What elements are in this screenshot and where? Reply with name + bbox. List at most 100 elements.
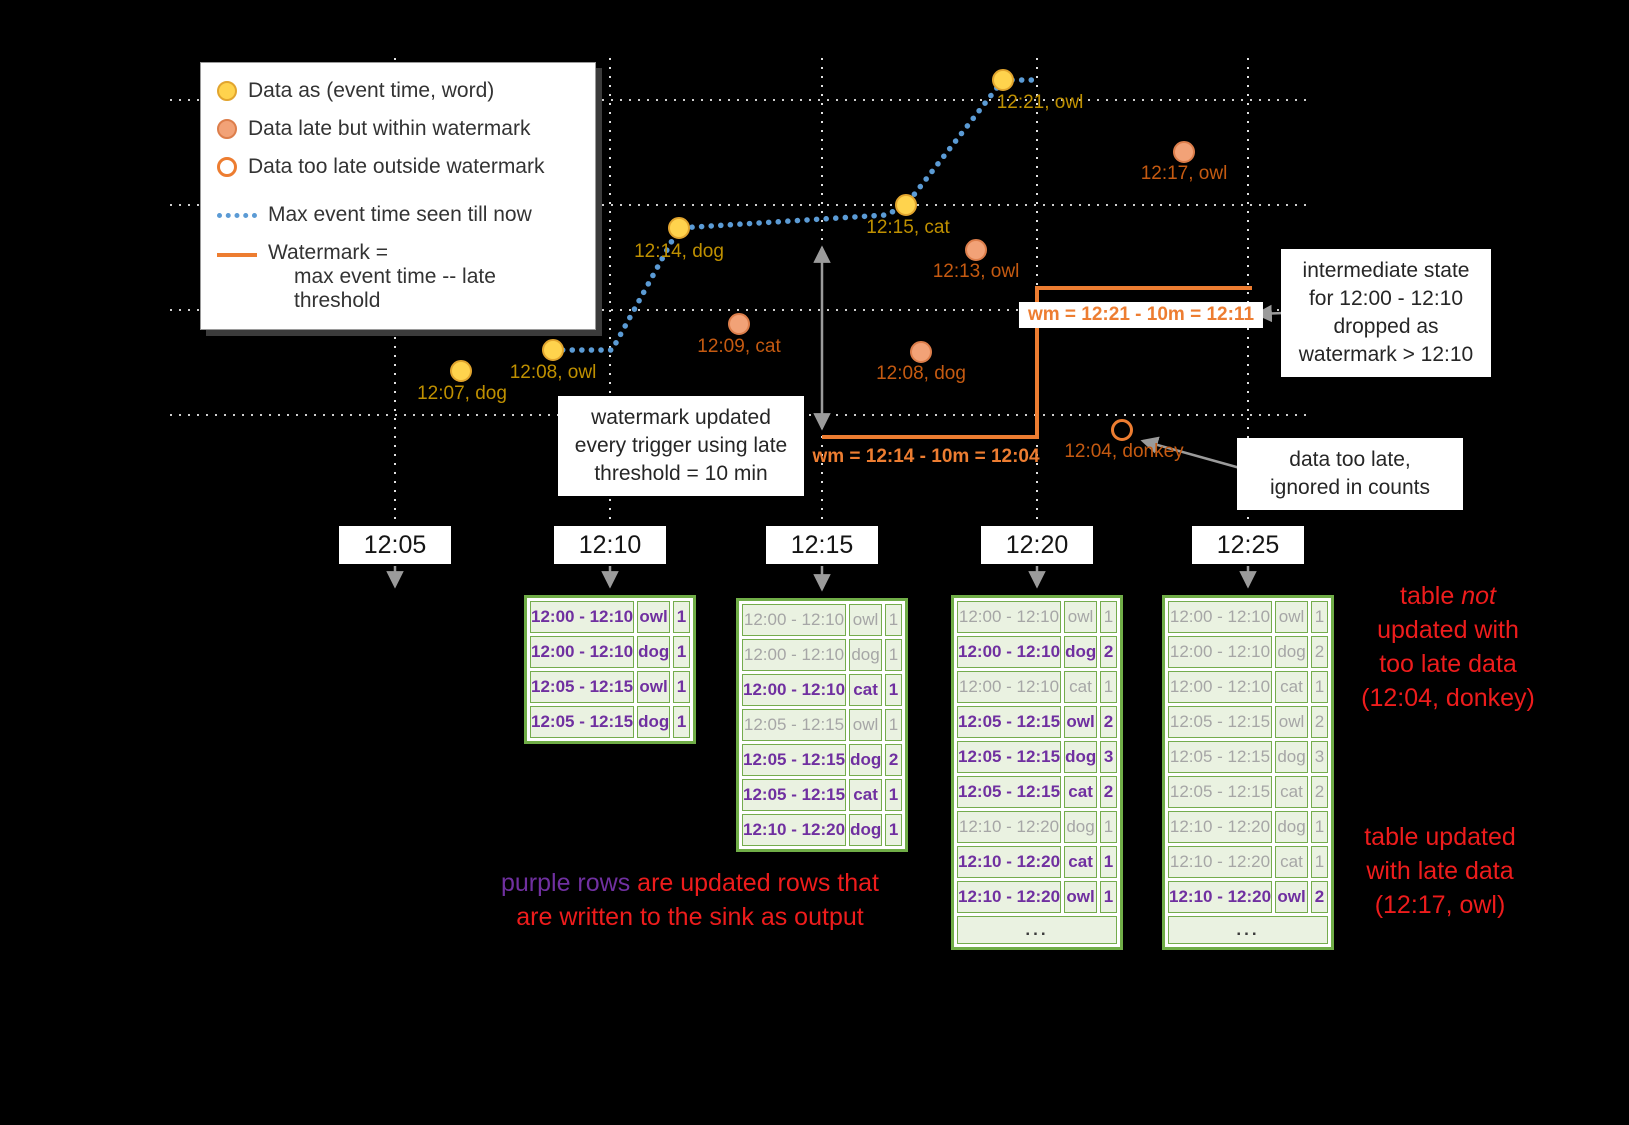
window-cell: 12:10 - 12:20 — [742, 814, 847, 846]
note-line: (12:17, owl) — [1374, 891, 1506, 919]
window-cell: 12:05 - 12:15 — [957, 741, 1062, 773]
word-cell: cat — [849, 674, 883, 706]
ellipsis-cell: ... — [1168, 916, 1328, 944]
window-cell: 12:10 - 12:20 — [957, 846, 1062, 878]
count-cell: 1 — [1100, 601, 1117, 633]
trigger-time-12-10: 12:10 — [554, 526, 666, 564]
word-cell: cat — [1275, 846, 1308, 878]
table-row: 12:05 - 12:15 cat 2 — [957, 776, 1117, 808]
count-cell: 1 — [1100, 811, 1117, 843]
word-cell: owl — [849, 709, 882, 741]
table-row: 12:05 - 12:15 owl 2 — [1168, 706, 1328, 738]
callout-line: for 12:00 - 12:10 — [1308, 286, 1464, 310]
window-cell: 12:10 - 12:20 — [1168, 811, 1272, 843]
data-point-label: 12:15, cat — [866, 217, 950, 238]
word-cell: owl — [637, 601, 671, 633]
count-cell: 2 — [1311, 706, 1328, 738]
note-line: purple rows are updated rows that — [486, 866, 894, 900]
data-point — [992, 69, 1014, 91]
data-point-label: 12:04, donkey — [1064, 441, 1184, 462]
word-cell: cat — [849, 779, 883, 811]
legend-label: Data as (event time, word) — [248, 79, 495, 102]
too-late-callout-arrow — [1140, 436, 1241, 470]
window-cell: 12:00 - 12:10 — [1168, 636, 1272, 668]
word-cell: dog — [637, 636, 671, 668]
count-cell: 1 — [673, 671, 690, 703]
window-cell: 12:00 - 12:10 — [530, 636, 635, 668]
word-cell: dog — [1275, 741, 1308, 773]
note-text: table — [1400, 582, 1462, 610]
word-cell: cat — [1064, 846, 1098, 878]
count-cell: 1 — [1311, 601, 1328, 633]
count-cell: 2 — [1311, 636, 1328, 668]
count-cell: 1 — [1100, 881, 1117, 913]
table-row: 12:10 - 12:20 dog 1 — [957, 811, 1117, 843]
count-cell: 1 — [673, 706, 690, 738]
note-line: too late data — [1379, 650, 1517, 678]
watermark-value-label: wm = 12:14 - 10m = 12:04 — [812, 446, 1040, 467]
count-cell: 3 — [1100, 741, 1117, 773]
table-row: 12:10 - 12:20 dog 1 — [742, 814, 902, 846]
word-cell: owl — [1275, 881, 1309, 913]
data-point-label: 12:17, owl — [1140, 163, 1228, 184]
legend-item-late: Data late but within watermark — [217, 117, 581, 141]
trigger-time-12-05: 12:05 — [339, 526, 451, 564]
note-line: are written to the sink as output — [516, 903, 864, 931]
callout-intermediate-state: intermediate state for 12:00 - 12:10 dro… — [1281, 249, 1491, 377]
window-cell: 12:05 - 12:15 — [1168, 706, 1272, 738]
data-point — [668, 217, 690, 239]
table-row-ellipsis: ... — [1168, 916, 1328, 944]
count-cell: 1 — [885, 639, 902, 671]
table-row: 12:05 - 12:15 dog 2 — [742, 744, 902, 776]
word-cell: cat — [1275, 671, 1308, 703]
note-line: updated with — [1377, 616, 1519, 644]
trigger-time-12-25: 12:25 — [1192, 526, 1304, 564]
word-cell: dog — [1064, 741, 1098, 773]
result-table-12-25: 12:00 - 12:10 owl 1 12:00 - 12:10 dog 2 … — [1162, 595, 1334, 950]
window-cell: 12:00 - 12:10 — [742, 674, 847, 706]
count-cell: 1 — [1311, 671, 1328, 703]
window-cell: 12:00 - 12:10 — [742, 604, 846, 636]
window-cell: 12:05 - 12:15 — [530, 706, 635, 738]
word-cell: owl — [1064, 601, 1097, 633]
word-cell: owl — [1064, 881, 1098, 913]
trigger-arrows — [386, 566, 1257, 592]
count-cell: 1 — [673, 601, 690, 633]
data-point-label: 12:08, owl — [509, 362, 597, 383]
word-cell: owl — [1275, 601, 1308, 633]
word-cell: dog — [1064, 811, 1097, 843]
window-cell: 12:05 - 12:15 — [742, 744, 847, 776]
table-row: 12:00 - 12:10 cat 1 — [742, 674, 902, 706]
watermark-line — [822, 286, 1252, 439]
window-cell: 12:05 - 12:15 — [530, 671, 635, 703]
count-cell: 2 — [885, 744, 902, 776]
window-cell: 12:10 - 12:20 — [1168, 881, 1273, 913]
callout-line: data too late, — [1289, 448, 1411, 471]
count-cell: 1 — [1311, 846, 1328, 878]
table-row: 12:10 - 12:20 dog 1 — [1168, 811, 1328, 843]
table-row: 12:05 - 12:15 dog 3 — [1168, 741, 1328, 773]
ellipsis-cell: ... — [957, 916, 1117, 944]
callout-line: every trigger using late — [574, 433, 788, 457]
max-event-time-line — [550, 77, 1043, 353]
callout-line: intermediate state — [1302, 259, 1470, 282]
count-cell: 1 — [885, 779, 902, 811]
data-point — [542, 339, 564, 361]
window-cell: 12:05 - 12:15 — [742, 779, 847, 811]
table-row: 12:05 - 12:15 owl 1 — [742, 709, 902, 741]
table-row: 12:00 - 12:10 dog 1 — [742, 639, 902, 671]
table-row: 12:00 - 12:10 cat 1 — [1168, 671, 1328, 703]
result-table-12-15: 12:00 - 12:10 owl 1 12:00 - 12:10 dog 1 … — [736, 598, 908, 852]
note-purple-rows: purple rows are updated rows that are wr… — [486, 866, 894, 934]
callout-watermark-updated: watermark updated every trigger using la… — [558, 396, 804, 496]
word-cell: dog — [849, 744, 883, 776]
data-point-label: 12:14, dog — [634, 241, 724, 262]
table-row: 12:00 - 12:10 dog 2 — [1168, 636, 1328, 668]
data-point — [895, 194, 917, 216]
word-cell: dog — [849, 814, 883, 846]
table-row: 12:05 - 12:15 cat 2 — [1168, 776, 1328, 808]
table-row: 12:00 - 12:10 owl 1 — [530, 601, 690, 633]
word-cell: owl — [1064, 706, 1098, 738]
window-cell: 12:00 - 12:10 — [957, 636, 1062, 668]
callout-line: threshold = 10 min — [594, 461, 768, 485]
